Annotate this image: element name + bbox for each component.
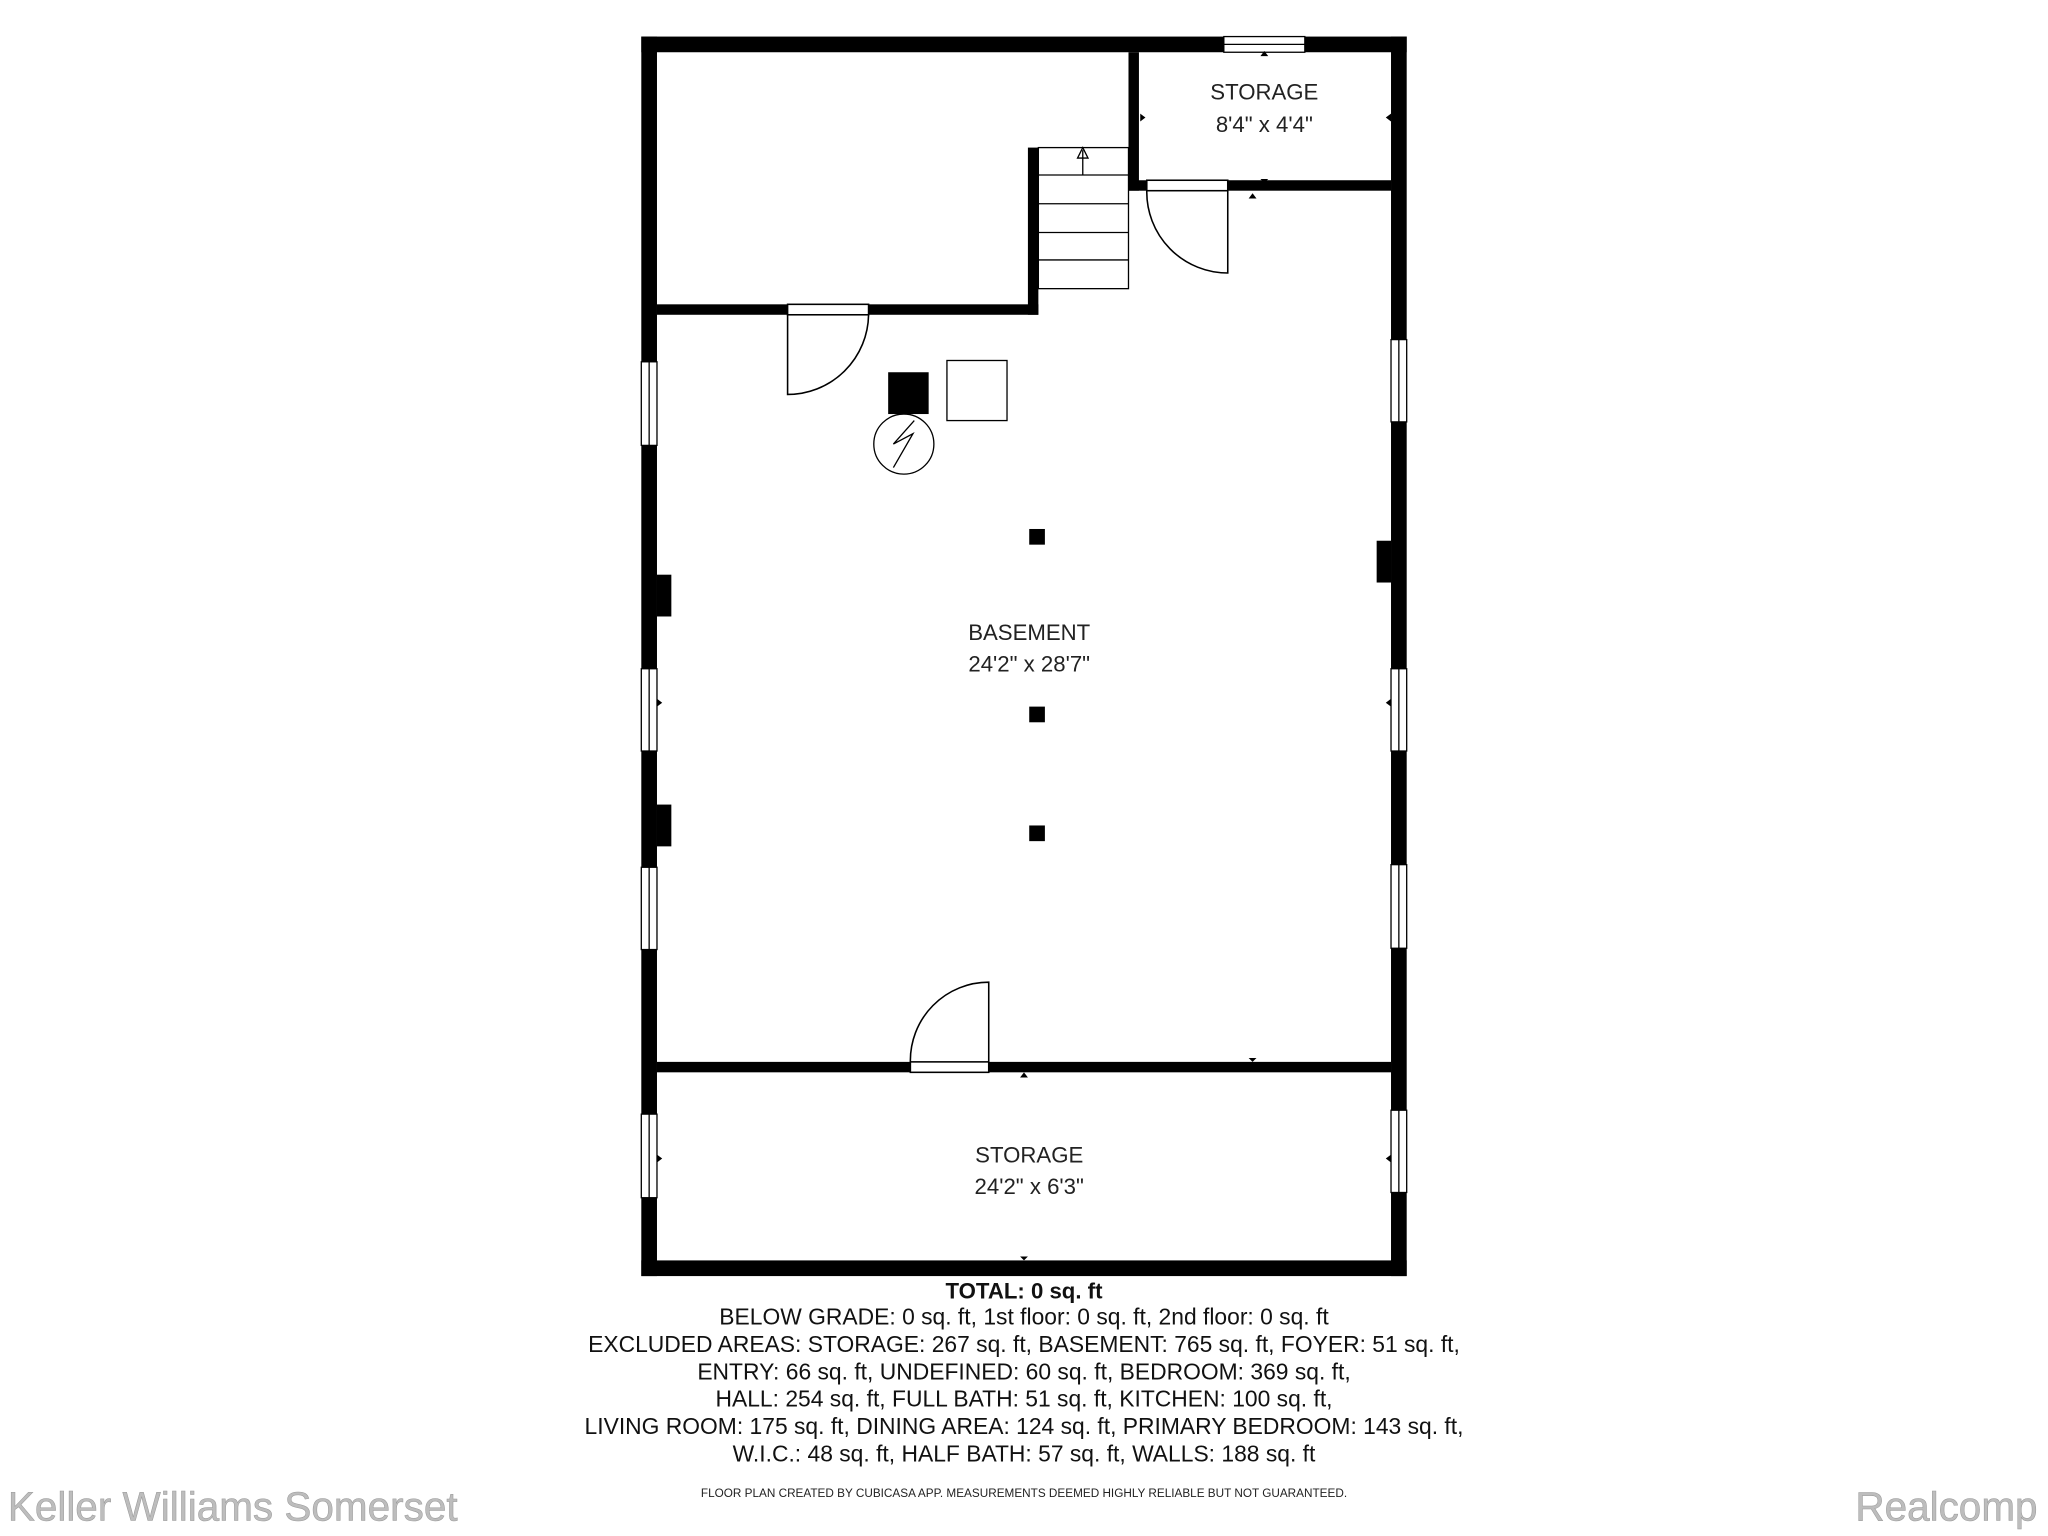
doors: [786, 179, 1229, 1074]
stairs-arrow-icon: [1076, 146, 1090, 176]
fixtures: [873, 359, 1045, 842]
room-dims: 24'2" x 28'7": [968, 651, 1090, 676]
watermark-right: Realcomp: [1855, 1483, 2037, 1529]
room-name: STORAGE: [975, 1142, 1083, 1167]
summary-line: ENTRY: 66 sq. ft, UNDEFINED: 60 sq. ft, …: [697, 1358, 1350, 1384]
room-name: STORAGE: [1210, 79, 1318, 104]
room-dims: 24'2" x 6'3": [975, 1174, 1084, 1199]
summary-line: LIVING ROOM: 175 sq. ft, DINING AREA: 12…: [585, 1413, 1464, 1439]
room-name: BASEMENT: [968, 620, 1090, 645]
disclaimer: FLOOR PLAN CREATED BY CUBICASA APP. MEAS…: [701, 1487, 1347, 1500]
total-area: TOTAL: 0 sq. ft: [946, 1278, 1104, 1303]
summary-line: HALL: 254 sq. ft, FULL BATH: 51 sq. ft, …: [715, 1386, 1332, 1412]
room-labels: STORAGE 8'4" x 4'4" BASEMENT 24'2" x 28'…: [968, 79, 1318, 1199]
room-dims: 8'4" x 4'4": [1216, 112, 1313, 137]
summary-line: BELOW GRADE: 0 sq. ft, 1st floor: 0 sq. …: [719, 1303, 1329, 1329]
stairs: [1037, 146, 1130, 290]
water-heater-icon: [873, 413, 935, 475]
summary-line: EXCLUDED AREAS: STORAGE: 267 sq. ft, BAS…: [588, 1331, 1460, 1357]
windows: [640, 35, 1408, 1199]
summary-line: W.I.C.: 48 sq. ft, HALF BATH: 57 sq. ft,…: [733, 1441, 1316, 1467]
watermark-left: Keller Williams Somerset: [8, 1483, 458, 1529]
area-summary: TOTAL: 0 sq. ft BELOW GRADE: 0 sq. ft, 1…: [585, 1278, 1464, 1500]
